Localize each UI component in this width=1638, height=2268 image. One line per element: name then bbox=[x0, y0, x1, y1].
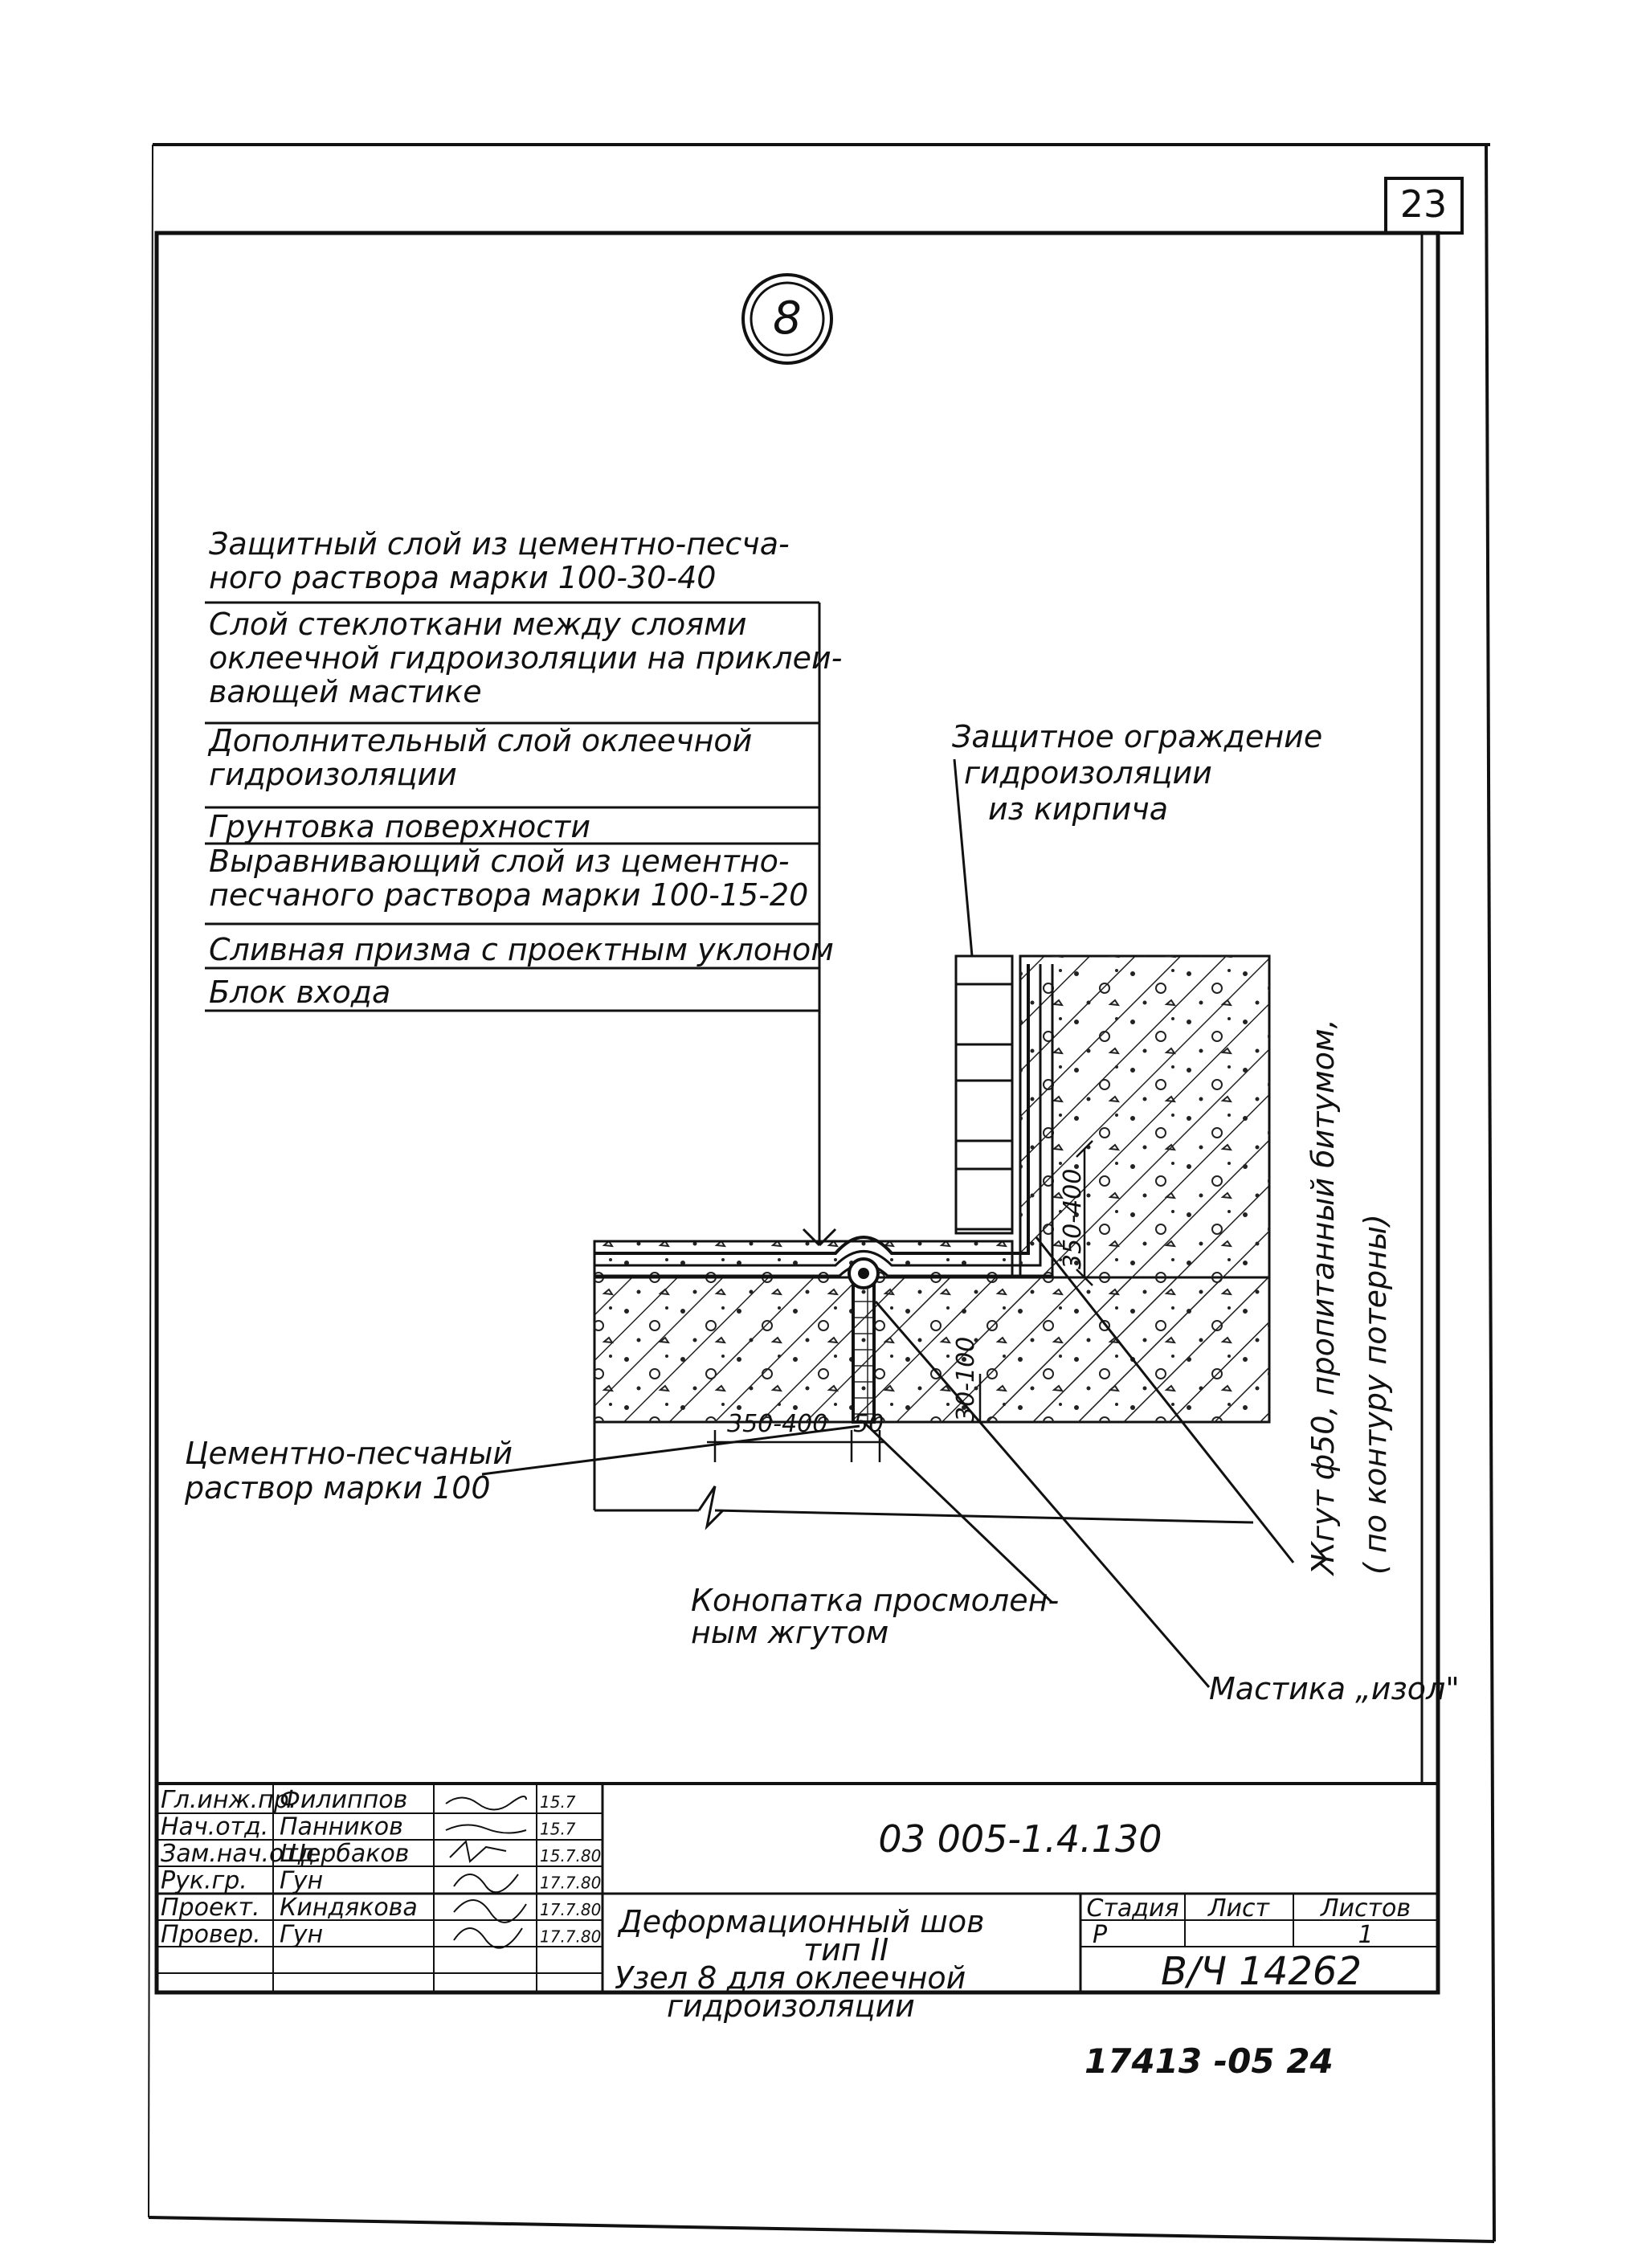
sheets-header: Листов bbox=[1320, 1894, 1411, 1923]
staff-role: Гл.инж.пр. bbox=[161, 1786, 296, 1814]
title-line-4: гидроизоляции bbox=[667, 1988, 915, 2024]
svg-text:ным жгутом: ным жгутом bbox=[691, 1615, 888, 1650]
staff-date: 15.7 bbox=[540, 1792, 576, 1812]
bottom-stamp: 17413 -05 24 bbox=[1085, 2041, 1334, 2081]
staff-role: Провер. bbox=[161, 1921, 261, 1949]
callout-bundle-line2: ( по контуру потерны) bbox=[1358, 1214, 1393, 1575]
dimension-lines bbox=[707, 1140, 1093, 1462]
layer-label: Защитный слой из цементно-песча- bbox=[209, 526, 790, 562]
staff-name: Гун bbox=[280, 1867, 323, 1895]
svg-text:из кирпича: из кирпича bbox=[988, 791, 1168, 827]
callout-caulking: Конопатка просмолен- ным жгутом bbox=[691, 1583, 1059, 1650]
svg-text:гидроизоляции: гидроизоляции bbox=[964, 755, 1212, 791]
doc-code: 03 005-1.4.130 bbox=[878, 1817, 1162, 1861]
layer-label: песчаного раствора марки 100-15-20 bbox=[209, 877, 808, 913]
layer-label: Сливная призма с проектным уклоном bbox=[209, 932, 834, 967]
callout-bundle-line1: Жгут ф50, пропитанный битумом, bbox=[1305, 1019, 1341, 1576]
dim-vertical-upper: 350-400 bbox=[1059, 1169, 1087, 1269]
layer-label: ного раствора марки 100-30-40 bbox=[209, 560, 716, 595]
svg-text:Защитное ограждение: Защитное ограждение bbox=[952, 719, 1322, 754]
callout-mastic: Мастика „изол" bbox=[1209, 1671, 1460, 1706]
staff-date: 17.7.80 bbox=[540, 1900, 601, 1919]
staff-role: Нач.отд. bbox=[161, 1813, 268, 1841]
inventory-number: В/Ч 14262 bbox=[1161, 1949, 1362, 1994]
title-block bbox=[157, 1782, 1438, 1992]
sheets-value: 1 bbox=[1358, 1921, 1373, 1949]
dim-horizontal-gap: 50 bbox=[853, 1410, 884, 1438]
stage-value: Р bbox=[1093, 1921, 1108, 1949]
staff-date: 15.7 bbox=[540, 1820, 576, 1839]
dim-horizontal-left: 350-400 bbox=[727, 1410, 827, 1438]
dim-vertical-lower: 30-100 bbox=[952, 1337, 980, 1422]
staff-role: Проект. bbox=[161, 1894, 260, 1922]
layer-label: Грунтовка поверхности bbox=[209, 809, 590, 844]
title-line-1: Деформационный шов bbox=[617, 1904, 985, 1939]
layer-label: гидроизоляции bbox=[209, 757, 457, 792]
staff-name: Киндякова bbox=[280, 1894, 418, 1922]
signatures bbox=[445, 1796, 527, 1949]
staff-name: Гун bbox=[280, 1921, 323, 1949]
stage-header: Стадия bbox=[1086, 1894, 1178, 1923]
callout-cement-mortar: Цементно-песчаный раствор марки 100 bbox=[184, 1436, 513, 1506]
svg-text:Цементно-песчаный: Цементно-песчаный bbox=[185, 1436, 513, 1471]
staff-date: 17.7.80 bbox=[540, 1927, 601, 1947]
staff-name: Щербаков bbox=[280, 1840, 409, 1868]
layer-label: Слой стеклоткани между слоями bbox=[209, 607, 747, 642]
node-number: 8 bbox=[773, 292, 802, 345]
layer-label: вающей мастике bbox=[209, 674, 482, 709]
layer-label: Блок входа bbox=[209, 975, 390, 1010]
callout-brick-guard: Защитное ограждение гидроизоляции из кир… bbox=[952, 719, 1322, 827]
svg-text:раствор марки 100: раствор марки 100 bbox=[184, 1470, 491, 1506]
layer-label: оклеечной гидроизоляции на приклеи- bbox=[209, 640, 842, 676]
staff-name: Филиппов bbox=[280, 1786, 407, 1814]
svg-text:Конопатка просмолен-: Конопатка просмолен- bbox=[691, 1583, 1059, 1618]
title-line-2: тип II bbox=[803, 1932, 888, 1968]
node-number-circle bbox=[741, 273, 833, 365]
leader-lines bbox=[481, 758, 1295, 1688]
sheet-number: 23 bbox=[1400, 182, 1448, 226]
layer-label: Выравнивающий слой из цементно- bbox=[209, 844, 790, 879]
layer-list: Защитный слой из цементно-песча-ного рас… bbox=[205, 526, 842, 1247]
title-line-3: Узел 8 для оклеечной bbox=[615, 1960, 966, 1996]
section-drawing bbox=[593, 954, 1271, 1530]
staff-date: 15.7.80 bbox=[540, 1846, 601, 1865]
layer-label: Дополнительный слой оклеечной bbox=[207, 723, 752, 758]
staff-role: Зам.нач.отд. bbox=[161, 1840, 322, 1868]
staff-date: 17.7.80 bbox=[540, 1874, 601, 1893]
sheet-frame bbox=[148, 143, 1496, 2243]
staff-role: Рук.гр. bbox=[161, 1867, 247, 1895]
staff-name: Панников bbox=[280, 1813, 403, 1841]
sheet-header: Лист bbox=[1207, 1894, 1271, 1923]
